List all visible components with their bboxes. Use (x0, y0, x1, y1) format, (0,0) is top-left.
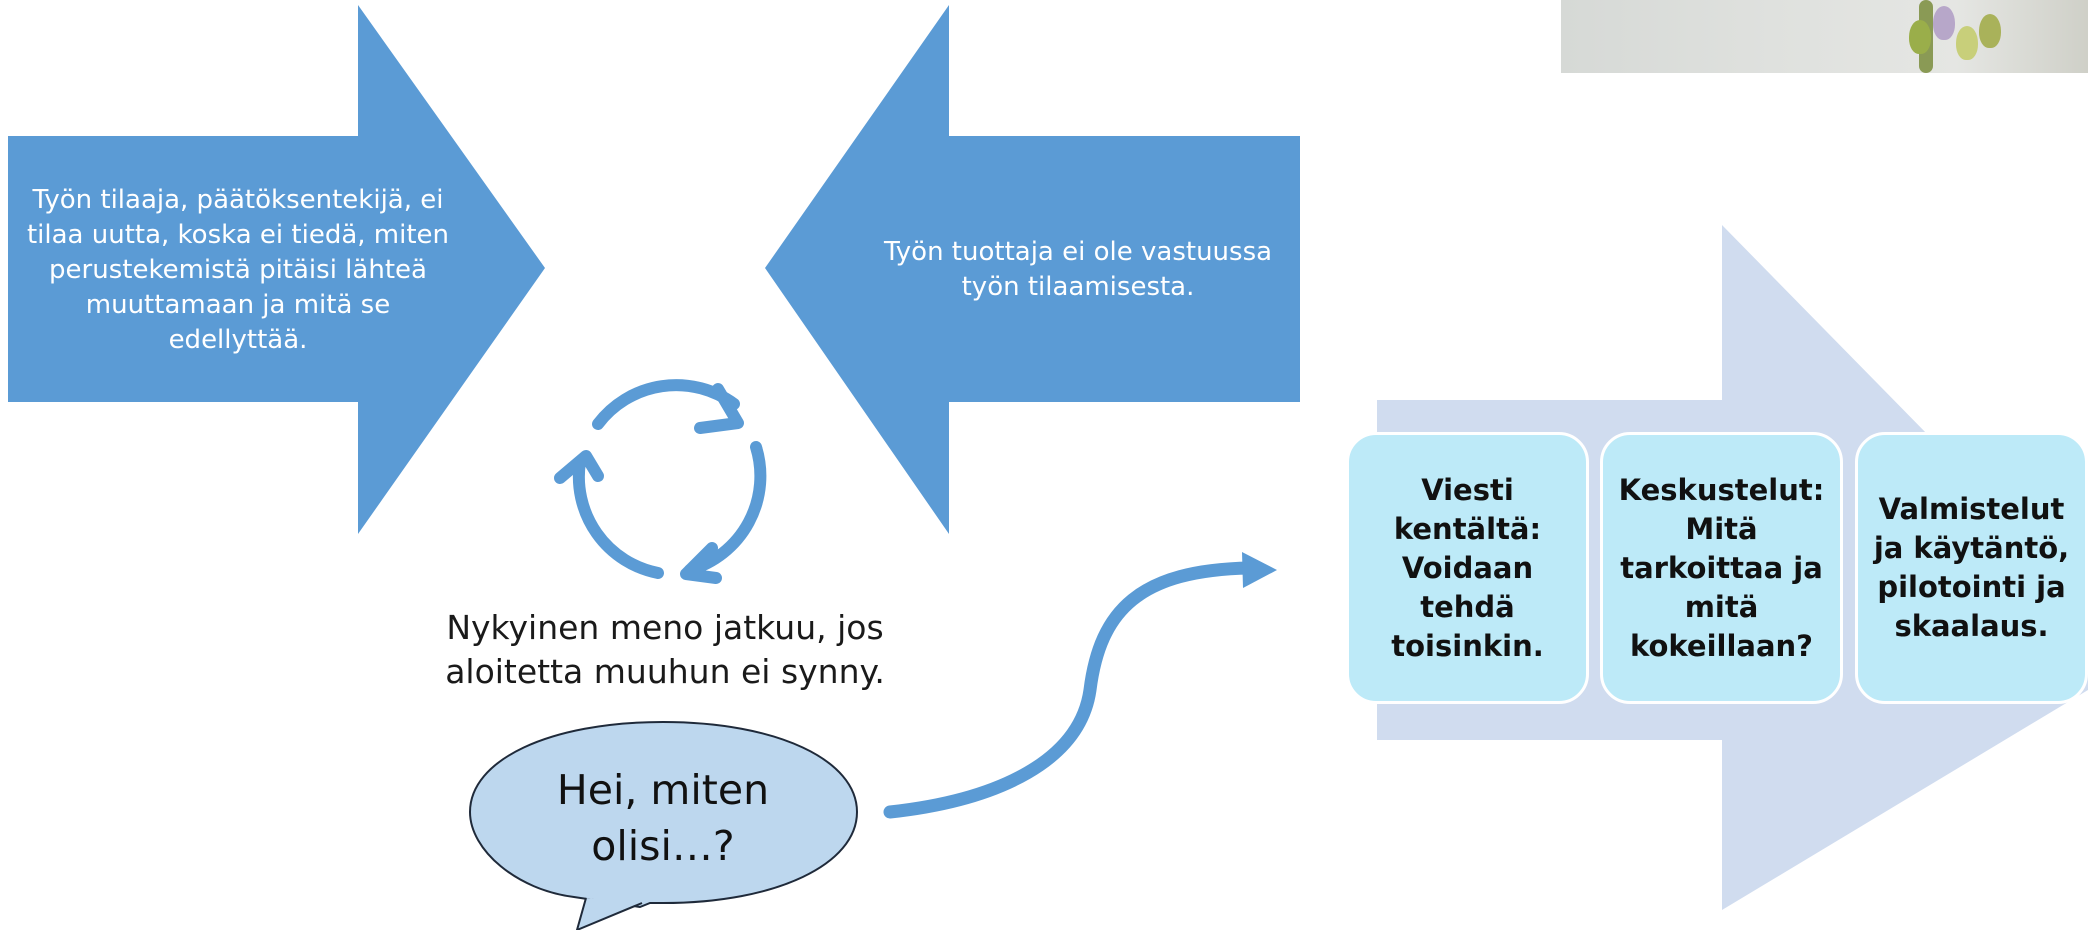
flower-bud-icon (1956, 26, 1978, 60)
connector-arrowhead-icon (1242, 552, 1277, 588)
left-arrow-text: Työn tilaaja, päätöksentekijä, ei tilaa … (26, 184, 450, 355)
speech-bubble-tail (575, 897, 643, 930)
right-blue-arrow (765, 5, 1300, 534)
right-arrow-text: Työn tuottaja ei ole vastuussa työn tila… (883, 237, 1273, 302)
flower-bud-icon (1909, 20, 1931, 54)
flower-bud-icon (1979, 14, 2001, 48)
cycle-caption: Nykyinen meno jatkuu, jos aloitetta muuh… (445, 608, 885, 691)
process-step-1: Viesti kentältä: Voidaan tehdä toisinkin… (1346, 432, 1589, 704)
flower-photo (1561, 0, 2088, 73)
cycle-arrows-icon (554, 379, 767, 584)
speech-bubble-text: Hei, miten olisi…? (556, 766, 770, 870)
speech-bubble (468, 720, 859, 909)
connector-arrow (883, 561, 1257, 819)
process-step-3: Valmistelut ja käytäntö, pilotointi ja s… (1855, 432, 2088, 704)
left-blue-arrow (8, 5, 545, 534)
flower-bud-icon (1933, 6, 1955, 40)
process-step-2: Keskustelut: Mitä tarkoittaa ja mitä kok… (1600, 432, 1843, 704)
